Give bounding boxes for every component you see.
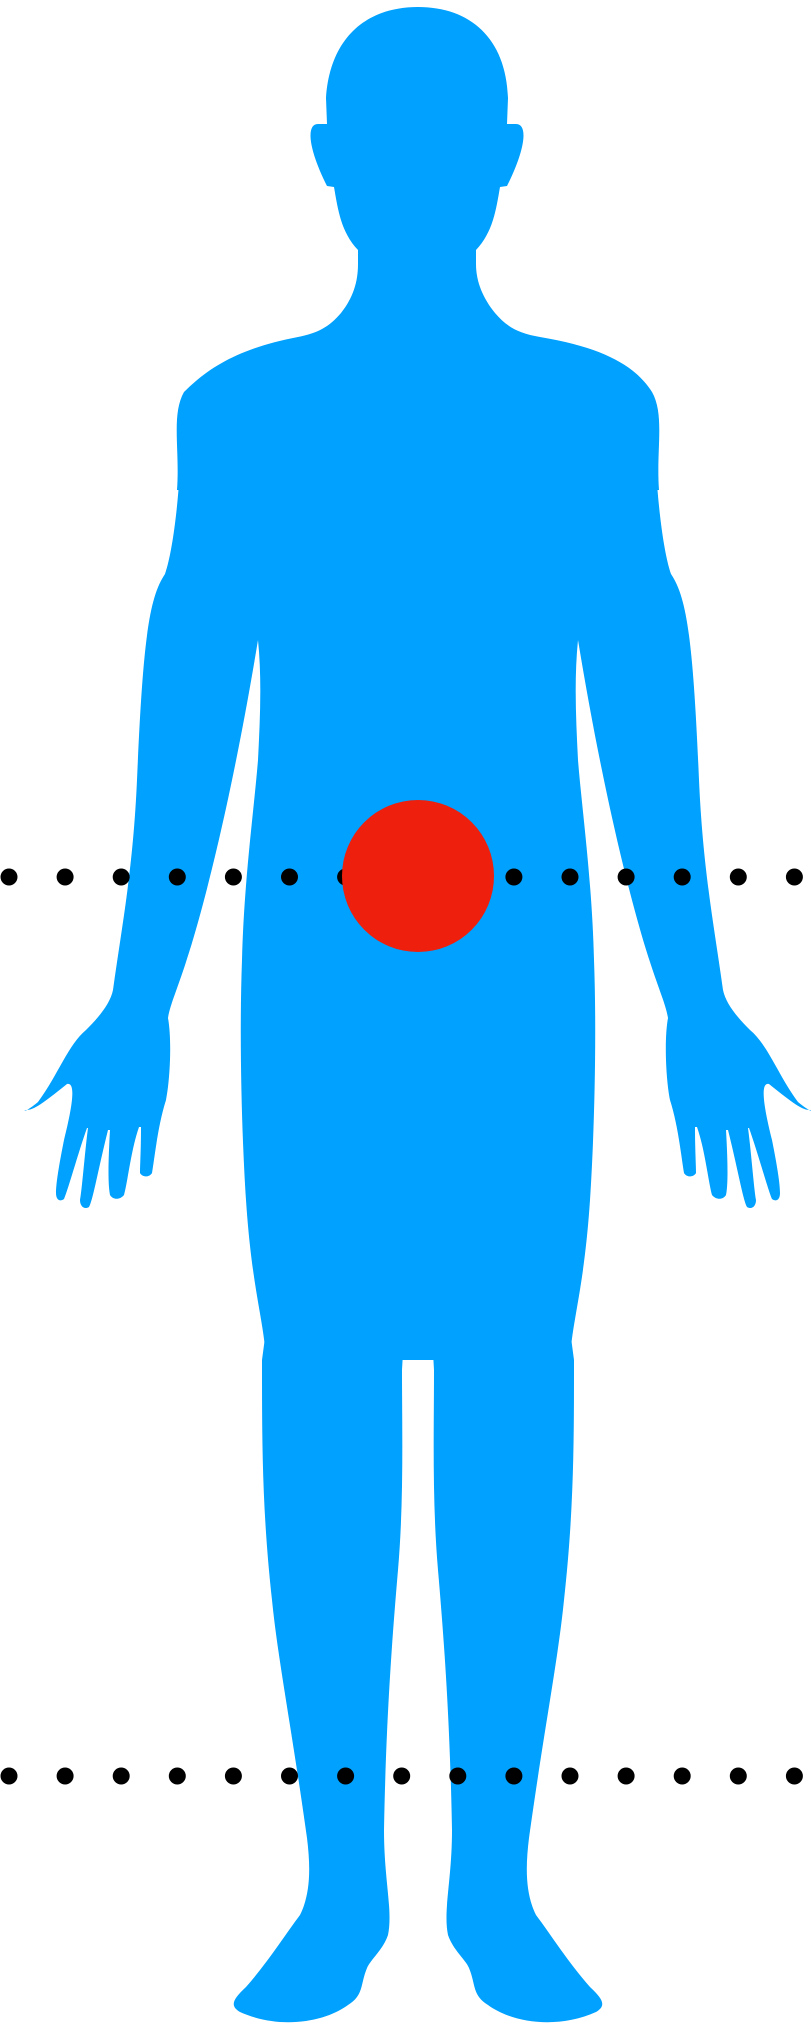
dot <box>674 1768 691 1785</box>
dot <box>786 1768 803 1785</box>
human-body-silhouette-icon <box>25 7 811 2022</box>
dot <box>618 1768 635 1785</box>
dot <box>730 1768 747 1785</box>
dot <box>57 1768 74 1785</box>
dot <box>57 869 74 886</box>
dot <box>562 869 579 886</box>
dot <box>281 869 298 886</box>
red-circle-marker-icon <box>342 800 494 952</box>
dot <box>562 1768 579 1785</box>
dot <box>618 869 635 886</box>
dot <box>337 1768 354 1785</box>
dot <box>225 869 242 886</box>
dot <box>393 1768 410 1785</box>
head <box>177 7 660 500</box>
dot <box>505 869 522 886</box>
dot <box>169 869 186 886</box>
dot <box>505 1768 522 1785</box>
dot <box>730 869 747 886</box>
dot <box>281 1768 298 1785</box>
dot <box>786 869 803 886</box>
dot <box>113 869 130 886</box>
dot <box>169 1768 186 1785</box>
dot <box>674 869 691 886</box>
dot <box>1 1768 18 1785</box>
dot <box>1 869 18 886</box>
dot <box>449 1768 466 1785</box>
dot <box>225 1768 242 1785</box>
dot <box>113 1768 130 1785</box>
dotted-line-lower <box>1 1768 803 1785</box>
